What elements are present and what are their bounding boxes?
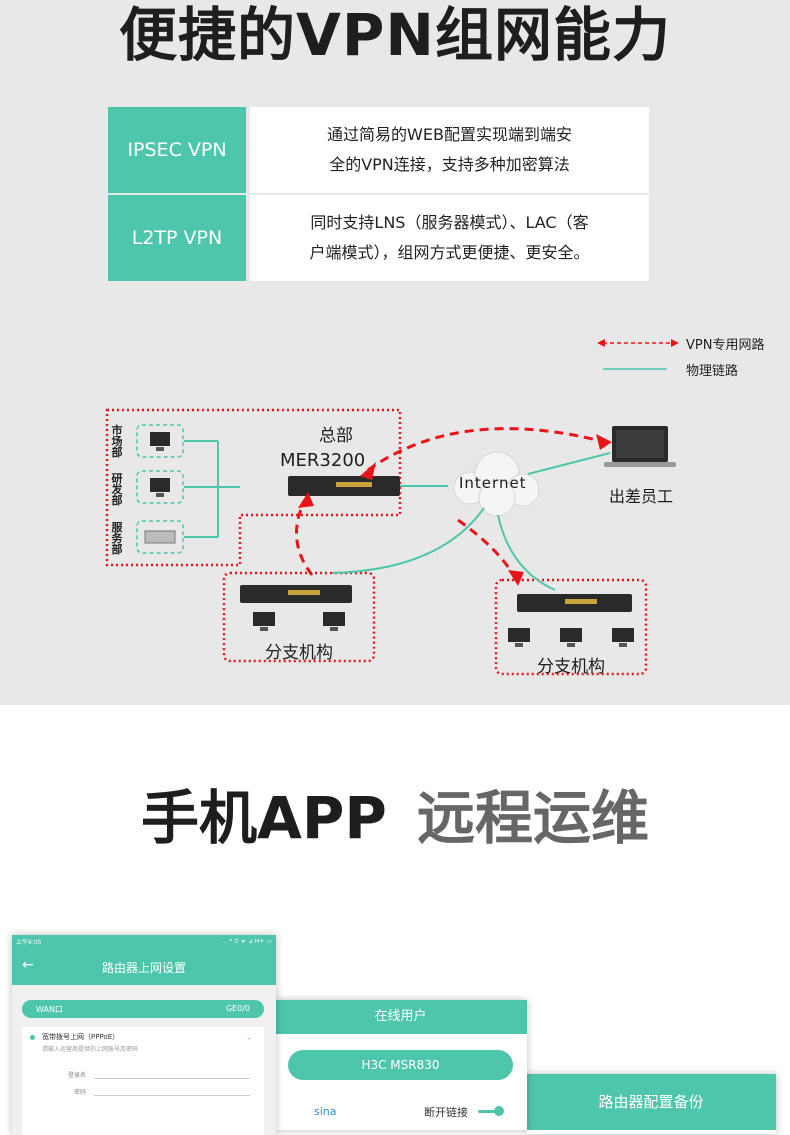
vpn-desc-line: 同时支持LNS（服务器模式）、LAC（客 bbox=[310, 213, 589, 232]
title-remote-ops: 远程运维 bbox=[416, 784, 649, 852]
legend-physical-label: 物理链路 bbox=[686, 364, 739, 379]
vpn-desc-l2tp: 同时支持LNS（服务器模式）、LAC（客 户端模式），组网方式更便捷、更安全。 bbox=[250, 195, 649, 281]
vpn-desc-line: 通过简易的WEB配置实现端到端安 bbox=[327, 125, 572, 144]
phone-screen-backup: 路由器配置备份 bbox=[526, 1074, 776, 1134]
status-icons: ... * ⏱ ᯤ ⊿ H+ ▭ bbox=[221, 938, 272, 945]
pppoe-card: 宽带拨号上网（PPPoE） 请输入运营商提供的上网账号及密码 ⌃ 登录名 密码 bbox=[22, 1027, 264, 1135]
branch1-label: 分支机构 bbox=[265, 643, 333, 663]
backup-header: 路由器配置备份 bbox=[526, 1074, 776, 1130]
disconnect-toggle[interactable] bbox=[478, 1106, 504, 1116]
router-model-label: MER3200 bbox=[280, 450, 366, 471]
wan-header: 上午9:05 ... * ⏱ ᯤ ⊿ H+ ▭ ← 路由器上网设置 bbox=[12, 935, 276, 985]
wan-label: WAN口 bbox=[36, 1005, 63, 1014]
title-app: 手机APP bbox=[141, 784, 387, 852]
section-title-vpn: 便捷的VPN组网能力 bbox=[119, 1, 671, 69]
online-users-header: 在线用户 bbox=[274, 1000, 527, 1034]
hq-label: 总部 bbox=[319, 426, 353, 446]
pppoe-option-hint: 请输入运营商提供的上网账号及密码 bbox=[42, 1046, 139, 1053]
dept-service-label: 服务部 bbox=[111, 521, 123, 556]
vpn-desc-line: 全的VPN连接，支持多种加密算法 bbox=[329, 155, 570, 174]
branch2-label: 分支机构 bbox=[537, 657, 605, 677]
internet-label: Internet bbox=[459, 474, 527, 492]
wan-port: GE0/0 bbox=[225, 1004, 250, 1013]
vpn-row-l2tp: L2TP VPN 同时支持LNS（服务器模式）、LAC（客 户端模式），组网方式… bbox=[108, 195, 649, 281]
dept-market-label: 市场部 bbox=[111, 424, 123, 459]
password-label: 密码 bbox=[74, 1089, 87, 1096]
vpn-name-l2tp: L2TP VPN bbox=[108, 195, 246, 281]
vpn-row-ipsec: IPSEC VPN 通过简易的WEB配置实现端到端安 全的VPN连接，支持多种加… bbox=[108, 107, 649, 193]
traveler-label: 出差员工 bbox=[609, 487, 674, 506]
vpn-section: 便捷的VPN组网能力 IPSEC VPN 通过简易的WEB配置实现端到端安 全的… bbox=[0, 0, 790, 705]
legend-vpn-label: VPN专用网路 bbox=[686, 338, 765, 353]
online-user-name: sina bbox=[314, 1105, 337, 1118]
account-field[interactable] bbox=[94, 1078, 250, 1079]
dept-rd-label: 研发部 bbox=[111, 472, 123, 507]
wan-body: WAN口 GE0/0 宽带拨号上网（PPPoE） 请输入运营商提供的上网账号及密… bbox=[12, 985, 276, 1135]
vpn-name-ipsec: IPSEC VPN bbox=[108, 107, 246, 193]
chevron-up-icon[interactable]: ⌃ bbox=[246, 1037, 252, 1045]
section-title-app: 手机APP 远程运维 bbox=[0, 780, 790, 856]
wan-header-title: 路由器上网设置 bbox=[101, 961, 186, 975]
phone-screen-online-users: 在线用户 H3C MSR830 sina 断开链接 bbox=[274, 1000, 527, 1130]
network-diagram bbox=[105, 408, 676, 676]
disconnect-label: 断开链接 bbox=[424, 1106, 468, 1119]
device-selector[interactable]: H3C MSR830 bbox=[288, 1050, 513, 1080]
radio-selected-icon[interactable] bbox=[30, 1035, 35, 1040]
password-field[interactable] bbox=[94, 1095, 250, 1096]
wan-port-bar[interactable]: WAN口 GE0/0 bbox=[22, 1000, 264, 1018]
back-arrow-icon[interactable]: ← bbox=[22, 957, 34, 973]
vpn-desc-ipsec: 通过简易的WEB配置实现端到端安 全的VPN连接，支持多种加密算法 bbox=[250, 107, 649, 193]
status-time: 上午9:05 bbox=[16, 939, 42, 946]
legend-lines bbox=[597, 339, 679, 370]
pppoe-option-title[interactable]: 宽带拨号上网（PPPoE） bbox=[42, 1033, 120, 1041]
vpn-desc-line: 户端模式），组网方式更便捷、更安全。 bbox=[309, 243, 590, 262]
account-label: 登录名 bbox=[68, 1072, 87, 1079]
phone-screen-wan-settings: 上午9:05 ... * ⏱ ᯤ ⊿ H+ ▭ ← 路由器上网设置 WAN口 G… bbox=[12, 935, 276, 1135]
